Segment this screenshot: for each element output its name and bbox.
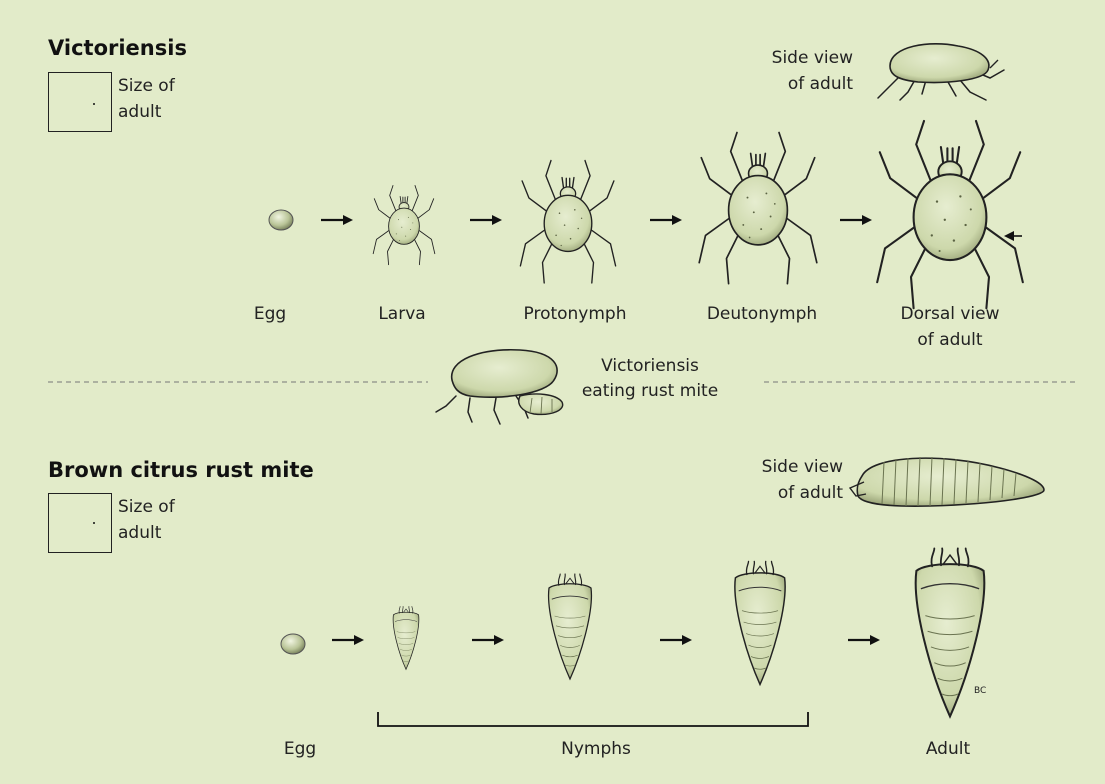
victoriensis-adult-dorsal	[877, 121, 1023, 308]
victoriensis-side-view	[878, 44, 1004, 100]
rust-mite-nymph-2	[549, 574, 592, 679]
victoriensis-protonymph	[520, 161, 615, 283]
rust-mite-side-view	[850, 457, 1044, 506]
rust-mite-nymph-3	[735, 561, 785, 684]
victoriensis-eating-illustration	[436, 350, 563, 424]
victoriensis-larva	[373, 186, 435, 265]
victoriensis-deutonymph	[699, 133, 817, 284]
victoriensis-egg	[269, 210, 293, 230]
nymphs-bracket	[378, 712, 808, 726]
rust-mite-egg	[281, 634, 305, 654]
artist-initials: BC	[974, 686, 986, 696]
rust-mite-nymph-1	[393, 606, 419, 669]
